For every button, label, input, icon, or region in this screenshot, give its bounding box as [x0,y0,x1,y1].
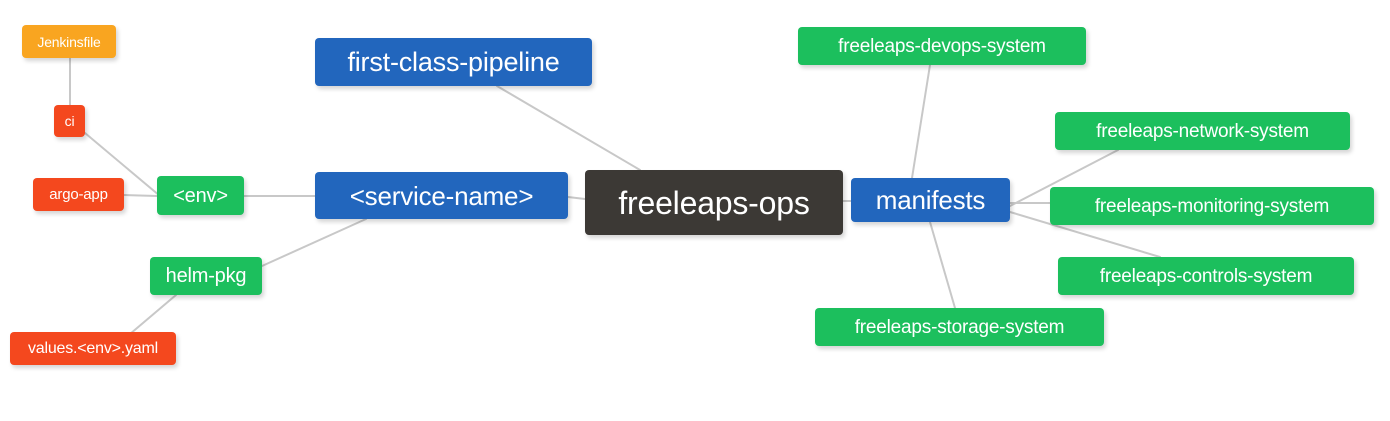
mindmap-edge-values-env-yaml-to-helm-pkg [129,294,177,335]
mindmap-node-freeleaps-monitoring-system[interactable]: freeleaps-monitoring-system [1050,187,1374,225]
mindmap-node-env[interactable]: <env> [157,176,244,215]
mindmap-edge-manifests-to-freeleaps-devops-system [911,64,931,179]
mindmap-node-values-env-yaml[interactable]: values.<env>.yaml [10,332,176,365]
mindmap-node-label: freeleaps-storage-system [854,316,1065,338]
mindmap-node-label: <env> [173,184,228,207]
mindmap-edge-argo-app-to-env [123,194,158,197]
mindmap-node-label: freeleaps-monitoring-system [1094,195,1330,217]
mindmap-node-jenkinsfile[interactable]: Jenkinsfile [22,25,116,58]
mindmap-node-freeleaps-storage-system[interactable]: freeleaps-storage-system [815,308,1104,346]
mindmap-node-freeleaps-ops[interactable]: freeleaps-ops [585,170,843,235]
mindmap-node-service-name[interactable]: <service-name> [315,172,568,219]
mindmap-node-label: Jenkinsfile [37,33,101,50]
mindmap-node-first-class-pipeline[interactable]: first-class-pipeline [315,38,592,86]
mindmap-node-label: freeleaps-ops [618,184,810,221]
mindmap-edge-ci-to-env [84,132,161,197]
mindmap-node-label: values.<env>.yaml [27,339,158,357]
mindmap-edge-manifests-to-freeleaps-controls-system [1009,211,1161,258]
mindmap-node-manifests[interactable]: manifests [851,178,1010,222]
mindmap-edge-helm-pkg-to-service-name [261,218,367,267]
mindmap-node-argo-app[interactable]: argo-app [33,178,124,211]
mindmap-edge-manifests-to-freeleaps-network-system [1009,149,1119,207]
mindmap-node-label: freeleaps-network-system [1096,120,1309,142]
mindmap-node-freeleaps-devops-system[interactable]: freeleaps-devops-system [798,27,1086,65]
mindmap-node-freeleaps-controls-system[interactable]: freeleaps-controls-system [1058,257,1354,295]
mindmap-node-helm-pkg[interactable]: helm-pkg [150,257,262,295]
mindmap-edge-service-name-to-freeleaps-ops [567,196,586,200]
mindmap-node-label: first-class-pipeline [347,46,560,77]
mindmap-node-label: argo-app [49,186,108,203]
mindmap-node-label: ci [64,113,75,129]
mindmap-edge-first-class-pipeline-to-freeleaps-ops [496,85,641,171]
mindmap-node-label: <service-name> [349,180,534,211]
mindmap-node-freeleaps-network-system[interactable]: freeleaps-network-system [1055,112,1350,150]
mindmap-node-label: freeleaps-controls-system [1099,265,1313,287]
mindmap-node-label: helm-pkg [165,265,247,287]
mindmap-node-label: freeleaps-devops-system [838,35,1046,57]
mindmap-node-ci[interactable]: ci [54,105,85,137]
mindmap-edge-manifests-to-freeleaps-storage-system [929,221,956,309]
mindmap-node-label: manifests [875,185,986,215]
